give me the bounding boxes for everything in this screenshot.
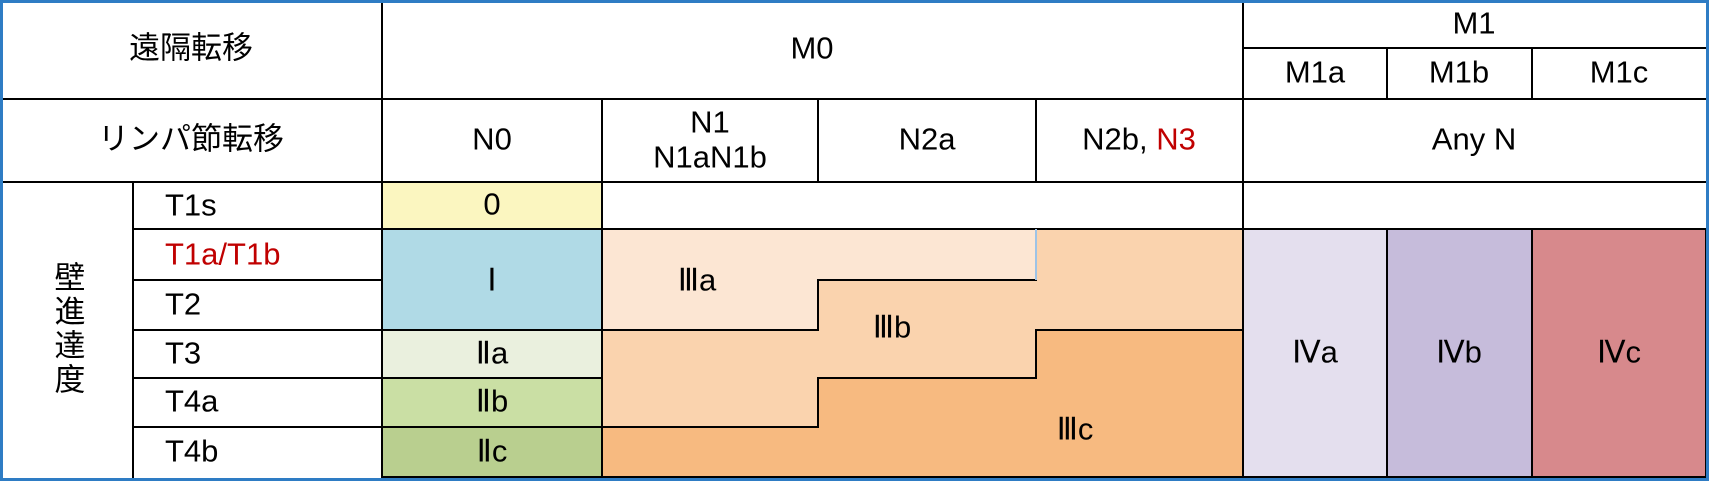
stage-region-IVc (1531, 228, 1707, 478)
header-m1c: M1c (1589, 54, 1649, 90)
header-m0: M0 (790, 30, 834, 66)
header-n1: N1 N1aN1b (653, 105, 767, 174)
header-n1-line1: N1 (690, 104, 730, 140)
stage-region-IVa (1242, 228, 1388, 478)
stage-label-IVc: Ⅳc (1596, 334, 1642, 370)
row-label-t4b: T4b (165, 433, 219, 469)
header-n2b: N2b, (1082, 121, 1157, 157)
header-m1: M1 (1452, 5, 1496, 41)
stage-label-IIa: Ⅱa (475, 335, 509, 371)
stage-label-IIIa: Ⅲa (677, 262, 717, 298)
row-label-t3: T3 (165, 335, 202, 371)
header-any-n: Any N (1431, 121, 1517, 157)
stage-label-I: Ⅰ (487, 262, 497, 298)
header-lymph-node-metastasis: リンパ節転移 (98, 121, 284, 157)
row-label-t2: T2 (165, 286, 202, 322)
stage-label-IIIb: Ⅲb (872, 309, 912, 345)
row-label-t1a-t1b: T1a/T1b (165, 236, 281, 272)
stage-label-0: 0 (483, 186, 501, 222)
header-n2b-n3: N2b, N3 (1082, 121, 1196, 158)
stage-label-IIc: Ⅱc (476, 433, 508, 469)
stage-label-IVa: Ⅳa (1292, 334, 1338, 370)
stage-region-I (381, 228, 603, 331)
row-label-t4a: T4a (165, 383, 219, 419)
header-m1b: M1b (1428, 54, 1490, 90)
row-label-t1s: T1s (165, 187, 217, 223)
stage-label-IIb: Ⅱb (475, 383, 509, 419)
header-wall-invasion-depth: 壁進達度 (49, 261, 85, 397)
header-m1a: M1a (1284, 54, 1346, 90)
stage-label-IVb: Ⅳb (1436, 334, 1482, 370)
stage-regions (381, 181, 1707, 478)
header-n1-line2: N1aN1b (653, 139, 767, 174)
stage-label-IIIc: Ⅲc (1056, 411, 1094, 447)
header-n0: N0 (472, 121, 512, 157)
header-distant-metastasis: 遠隔転移 (129, 30, 253, 66)
stage-region-IIc (381, 426, 603, 478)
header-n3: N3 (1156, 121, 1196, 157)
header-n2a: N2a (898, 121, 956, 157)
